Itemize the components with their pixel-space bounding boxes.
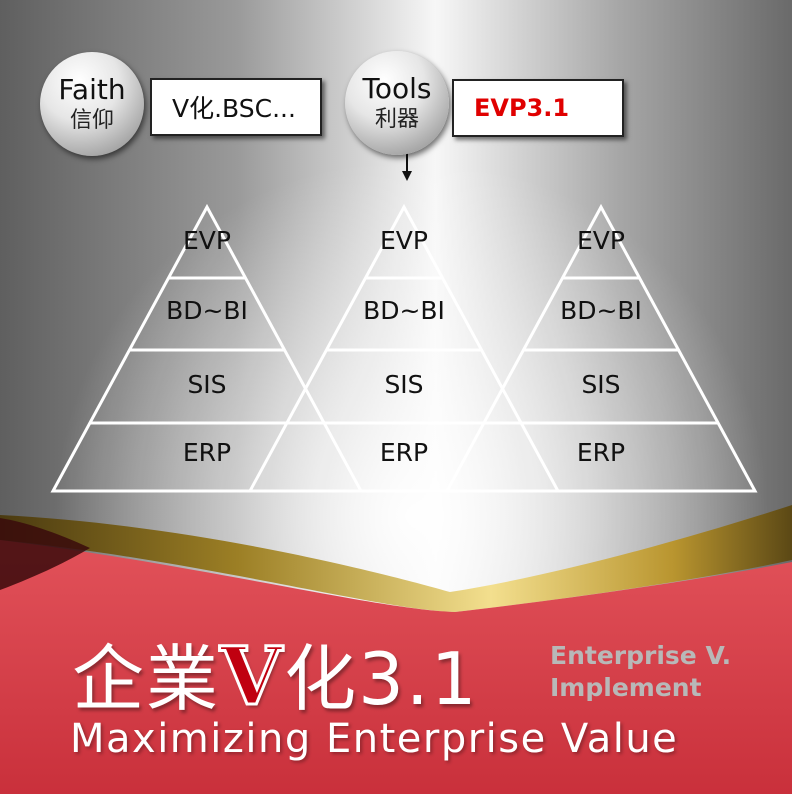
banner-v-logo: V bbox=[219, 628, 285, 725]
brand-line-enterprise: Enterprise V. bbox=[550, 641, 732, 670]
pyramid-2-layer-erp: ERP bbox=[379, 438, 429, 467]
banner-title: 企業V化3.1 bbox=[72, 620, 479, 725]
pyramid-1-layer-bdbi: BD~BI bbox=[166, 296, 248, 325]
pyramid-3-layer-erp: ERP bbox=[576, 438, 626, 467]
pyramids bbox=[50, 203, 758, 493]
pyramid-1-layer-erp: ERP bbox=[182, 438, 232, 467]
pyramid-3-layer-bdbi: BD~BI bbox=[560, 296, 642, 325]
faith-bubble: Faith 信仰 bbox=[40, 52, 144, 156]
tools-title: Tools bbox=[362, 72, 432, 105]
tools-subtitle: 利器 bbox=[374, 107, 419, 132]
pyramid-1-layer-sis: SIS bbox=[187, 370, 227, 399]
tagline: Maximizing Enterprise Value bbox=[70, 716, 679, 762]
pyramid-3-layer-evp: EVP bbox=[577, 226, 625, 255]
brand-line-implement: Implement bbox=[550, 673, 702, 702]
faith-label-box: V化.BSC... bbox=[150, 78, 322, 136]
pyramid-2-layer-sis: SIS bbox=[384, 370, 424, 399]
pyramid-2-layer-evp: EVP bbox=[380, 226, 428, 255]
pyramid-1-layer-evp: EVP bbox=[183, 226, 231, 255]
pyramid-2-layer-bdbi: BD~BI bbox=[363, 296, 445, 325]
tools-label-box: EVP3.1 bbox=[452, 79, 624, 137]
banner-title-suffix: 化3.1 bbox=[284, 637, 479, 721]
faith-subtitle: 信仰 bbox=[69, 108, 114, 133]
banner-title-prefix: 企業 bbox=[72, 637, 221, 721]
pyramid-3-layer-sis: SIS bbox=[581, 370, 621, 399]
tools-bubble: Tools 利器 bbox=[345, 51, 449, 155]
faith-label: V化.BSC... bbox=[172, 94, 296, 123]
tools-label: EVP3.1 bbox=[474, 94, 570, 122]
faith-title: Faith bbox=[58, 73, 126, 106]
